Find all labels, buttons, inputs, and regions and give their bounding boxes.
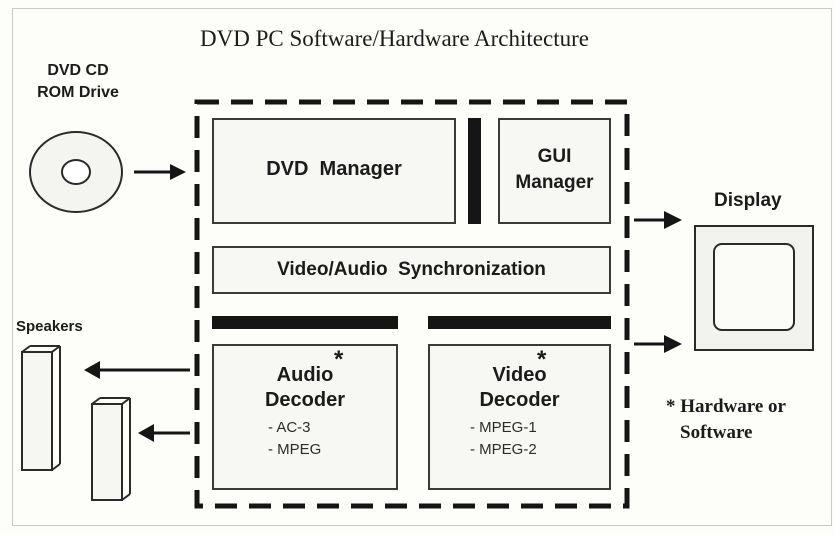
drive-to-manager-arrow: [134, 164, 186, 180]
speaker-left-icon: [21, 345, 61, 471]
hardware-software-note-line2: Software: [680, 422, 753, 443]
video-format-mpeg1: - MPEG-1: [470, 419, 537, 436]
sync-label: Video/Audio Synchronization: [277, 259, 546, 280]
gui-manager-box: [498, 118, 611, 224]
video-decoder-label-line1: Video: [492, 364, 547, 386]
diagram-frame: [12, 8, 832, 526]
audio-decoder-label-line2: Decoder: [264, 389, 346, 411]
audio-decoder-box: [212, 344, 398, 490]
speaker-right-icon: [91, 397, 131, 501]
to-display-arrow-top: [634, 211, 682, 229]
gui-manager-label-line2: Manager: [515, 172, 594, 193]
video-decoder-asterisk: *: [537, 346, 547, 373]
audio-decoder-asterisk: *: [334, 346, 344, 373]
to-speaker-arrow-bottom: [138, 424, 190, 442]
manager-separator-bar: [468, 118, 481, 224]
dvd-manager-label: DVD Manager: [266, 158, 402, 180]
to-display-arrow-bottom: [634, 335, 682, 353]
system-boundary: [194, 99, 630, 509]
cd-disc-icon: [29, 131, 123, 213]
to-speaker-arrow-top: [84, 361, 190, 379]
drive-label-line1: DVD CD: [47, 62, 109, 79]
dvd-manager-box: [212, 118, 456, 224]
audio-bus-bar: [212, 316, 398, 329]
display-label: Display: [714, 190, 782, 211]
audio-format-ac3: - AC-3: [268, 419, 311, 436]
hardware-software-note-line1: * Hardware or: [666, 396, 786, 417]
display-monitor-icon: [694, 225, 814, 351]
speakers-label: Speakers: [16, 318, 83, 335]
audio-format-mpeg: - MPEG: [268, 441, 322, 458]
diagram-title: DVD PC Software/Hardware Architecture: [200, 26, 589, 51]
video-bus-bar: [428, 316, 611, 329]
drive-label-line2: ROM Drive: [37, 84, 119, 101]
video-format-mpeg2: - MPEG-2: [470, 441, 537, 458]
video-decoder-label-line2: Decoder: [479, 389, 560, 411]
video-decoder-box: [428, 344, 611, 490]
gui-manager-label-line1: GUI: [537, 146, 572, 167]
sync-box: [212, 246, 611, 294]
audio-decoder-label-line1: Audio: [276, 364, 334, 386]
